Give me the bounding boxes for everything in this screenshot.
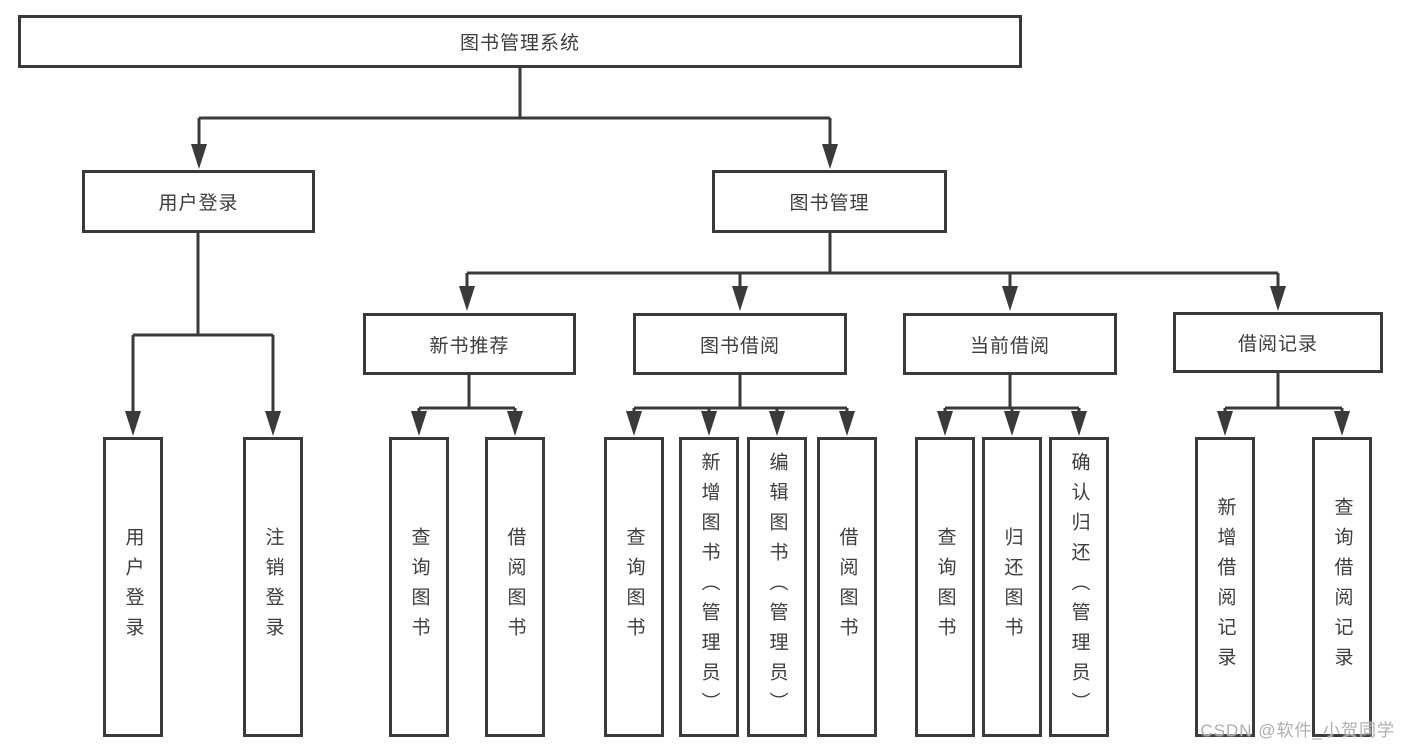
node-user-login-label: 用户登录 xyxy=(158,193,239,214)
node-root: 图书管理系统 xyxy=(18,15,1022,68)
leaf-query-books-borrow: 查询图书 xyxy=(604,437,664,737)
leaf-borrow-books: 借阅图书 xyxy=(817,437,877,737)
node-borrow-records-label: 借阅记录 xyxy=(1237,334,1318,355)
leaf-user-login: 用户登录 xyxy=(103,437,163,737)
node-root-label: 图书管理系统 xyxy=(459,33,580,54)
node-book-borrow-label: 图书借阅 xyxy=(699,335,780,357)
node-current-borrow: 当前借阅 xyxy=(903,313,1117,375)
node-new-book-recommend-label: 新书推荐 xyxy=(429,335,510,357)
leaf-query-books-borrow-label: 查询图书 xyxy=(623,527,645,647)
connector-lines xyxy=(131,68,1344,420)
node-user-login: 用户登录 xyxy=(82,170,315,233)
leaf-borrow-books-label: 借阅图书 xyxy=(836,527,858,647)
csdn-watermark: CSDN @软件_小贺同学 xyxy=(1200,721,1395,740)
leaf-query-borrow-record: 查询借阅记录 xyxy=(1312,437,1372,737)
leaf-user-login-label: 用户登录 xyxy=(122,527,144,647)
leaf-add-books-admin: 新增图书（管理员） xyxy=(679,437,739,737)
node-book-management-label: 图书管理 xyxy=(789,193,870,214)
node-new-book-recommend: 新书推荐 xyxy=(363,313,576,375)
leaf-edit-books-admin-label: 编辑图书（管理员） xyxy=(766,452,788,722)
leaf-logout-label: 注销登录 xyxy=(262,527,284,647)
leaf-query-borrow-record-label: 查询借阅记录 xyxy=(1331,497,1353,677)
leaf-query-books-recommend: 查询图书 xyxy=(389,437,449,737)
leaf-add-borrow-record-label: 新增借阅记录 xyxy=(1214,497,1236,677)
node-book-borrow: 图书借阅 xyxy=(633,313,847,375)
leaf-confirm-return-admin-label: 确认归还（管理员） xyxy=(1068,452,1090,722)
leaf-edit-books-admin: 编辑图书（管理员） xyxy=(747,437,807,737)
leaf-query-books-current: 查询图书 xyxy=(915,437,975,737)
leaf-add-borrow-record: 新增借阅记录 xyxy=(1195,437,1255,737)
leaf-confirm-return-admin: 确认归还（管理员） xyxy=(1049,437,1109,737)
node-borrow-records: 借阅记录 xyxy=(1173,312,1383,373)
leaf-return-books: 归还图书 xyxy=(982,437,1042,737)
node-current-borrow-label: 当前借阅 xyxy=(969,335,1050,357)
arrowheads xyxy=(125,144,1350,436)
leaf-query-books-recommend-label: 查询图书 xyxy=(408,527,430,647)
leaf-borrow-books-recommend: 借阅图书 xyxy=(485,437,545,737)
leaf-return-books-label: 归还图书 xyxy=(1001,527,1023,647)
leaf-add-books-admin-label: 新增图书（管理员） xyxy=(698,452,720,722)
leaf-logout: 注销登录 xyxy=(243,437,303,737)
leaf-query-books-current-label: 查询图书 xyxy=(934,527,956,647)
leaf-borrow-books-recommend-label: 借阅图书 xyxy=(504,527,526,647)
node-book-management: 图书管理 xyxy=(712,170,947,233)
